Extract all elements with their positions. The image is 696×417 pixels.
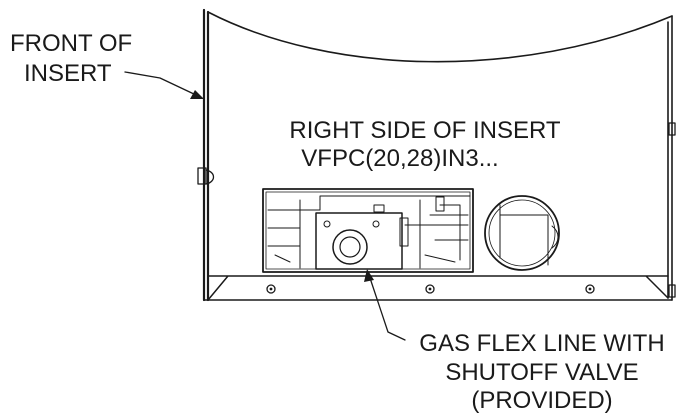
round-opening [484, 195, 560, 271]
side-label-line-1: RIGHT SIDE OF INSERT [289, 117, 560, 144]
gas-valve [315, 212, 409, 270]
back-brackets [668, 122, 676, 298]
gas-label-line-3: (PROVIDED) [471, 387, 612, 414]
front-leader [124, 71, 204, 99]
front-panel [202, 8, 210, 302]
gas-leader [364, 269, 406, 341]
front-bolt [197, 167, 215, 185]
valve-opening [262, 188, 474, 273]
front-label-line-1: FRONT OF [10, 30, 132, 57]
side-label-line-2: VFPC(20,28)IN3... [301, 145, 498, 172]
top-curve [207, 11, 673, 63]
gas-label-line-1: GAS FLEX LINE WITH [419, 330, 664, 357]
gas-label-line-2: SHUTOFF VALVE [445, 359, 638, 386]
front-label-line-2: INSERT [24, 60, 112, 87]
base-rail [203, 275, 673, 301]
insert-body [197, 8, 676, 302]
rail-screws [266, 284, 595, 294]
back-edge [667, 15, 673, 301]
